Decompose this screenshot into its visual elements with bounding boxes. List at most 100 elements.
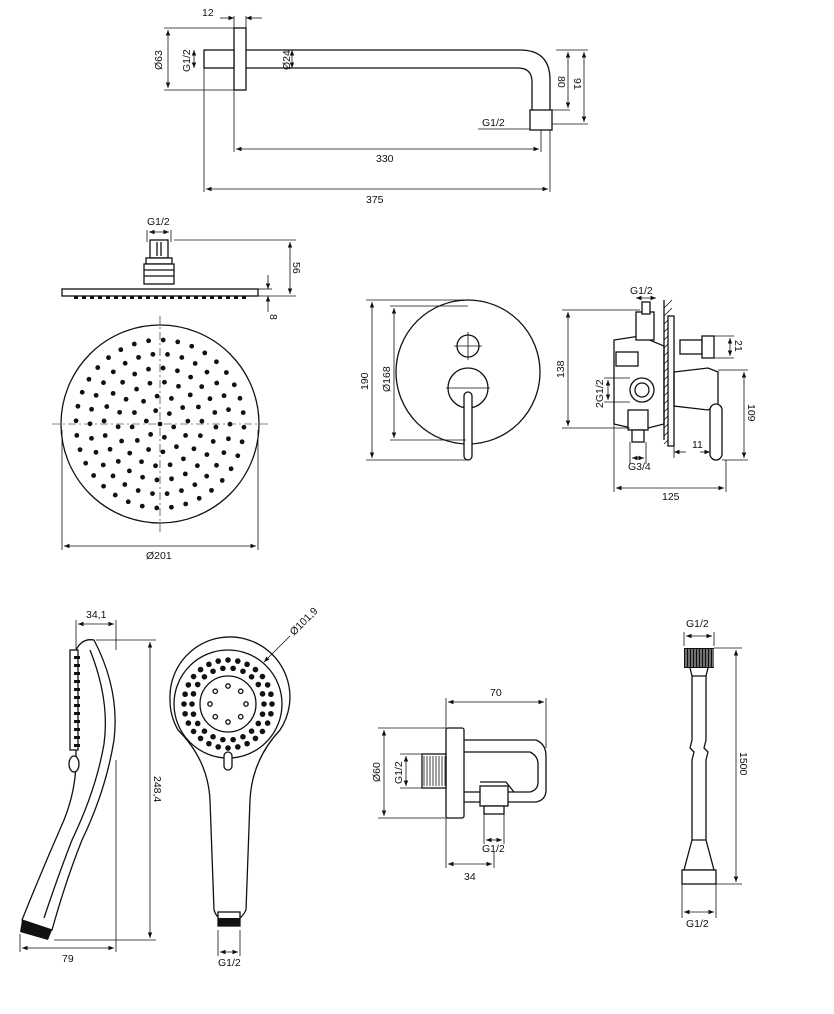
hand-shower-inner-nozzle <box>237 713 244 720</box>
dim-arm-g12: G1/2 <box>181 49 193 72</box>
rain-head-side-nozzle <box>146 296 150 299</box>
rain-head-nozzle <box>118 347 124 353</box>
rain-head-nozzle <box>175 339 181 345</box>
rain-head-nozzle <box>183 433 188 438</box>
rain-head-side-nozzle <box>74 296 78 299</box>
hand-shower-nozzle <box>264 682 271 688</box>
rain-head-nozzle <box>169 396 174 401</box>
dim-hose-bottom-g12: G1/2 <box>686 918 709 930</box>
dim-hs-d101: Ø101,9 <box>288 605 321 638</box>
hose-bottom-cone <box>683 839 715 871</box>
rain-head-side-nozzle <box>186 296 190 299</box>
hand-shower-nozzle <box>190 691 197 697</box>
rain-head-nozzle <box>106 355 111 361</box>
arm-outlet <box>529 109 553 131</box>
wall-hatch-line <box>663 299 673 309</box>
hand-shower-nozzle <box>201 728 208 735</box>
hand-shower-nozzle <box>230 665 236 672</box>
rain-head-side-nozzle <box>226 296 230 299</box>
rain-head-nozzle <box>139 503 145 509</box>
hand-shower-inner-nozzle <box>237 688 244 695</box>
hand-shower-nozzle <box>210 733 216 740</box>
dim-hs-34-1: 34,1 <box>86 609 107 621</box>
rain-head-nozzle <box>183 501 189 507</box>
hand-shower-nozzle <box>185 682 192 688</box>
rain-head-nozzle <box>226 436 231 442</box>
rain-head-nozzle <box>147 380 153 386</box>
rain-head-nozzle <box>126 468 132 474</box>
mixer-top-outlet <box>635 311 655 341</box>
rain-head-nozzle <box>93 449 99 455</box>
rain-head-nozzle <box>136 354 141 360</box>
hand-shower-nozzle <box>261 701 267 707</box>
rain-head-nozzle <box>204 369 210 375</box>
rain-head-side-nozzle <box>90 296 94 299</box>
rain-head-nozzle <box>120 379 126 385</box>
rain-head-nozzle <box>117 409 123 415</box>
rain-head-side-nozzle <box>202 296 206 299</box>
rain-head-nozzle <box>73 418 79 424</box>
rain-head-nozzle <box>115 424 121 430</box>
hand-shower-nozzle <box>255 681 262 688</box>
dim-mixer-d168: Ø168 <box>381 366 393 392</box>
rain-head-nozzle <box>176 383 181 389</box>
rain-head-nozzle <box>101 380 106 386</box>
hand-shower-side-nozzle <box>74 704 80 707</box>
hand-shower-nozzle <box>190 673 197 680</box>
mixer-side-lever[interactable] <box>709 403 723 461</box>
dim-arm-91: 91 <box>571 78 583 90</box>
rain-head-nozzle <box>210 439 216 444</box>
rain-head-nozzle <box>112 492 118 498</box>
hand-shower-nozzle <box>240 733 246 740</box>
rain-head-nozzle <box>165 352 170 357</box>
rain-head-nozzle <box>185 418 191 424</box>
rain-head-nozzle <box>162 379 167 385</box>
dim-hs-248-4: 248,4 <box>151 776 163 802</box>
rain-head-nozzle <box>110 473 116 479</box>
hand-shower-inner-nozzle <box>225 683 231 689</box>
dim-side-g34: G3/4 <box>628 461 651 473</box>
hand-shower-side-nozzle <box>74 696 80 699</box>
hand-shower-inner-nozzle <box>212 713 219 720</box>
hand-shower-nozzle <box>220 665 226 672</box>
rain-head-nozzle <box>223 370 229 375</box>
rain-head-nozzle <box>132 371 138 377</box>
rain-head-nozzle <box>115 458 121 464</box>
rain-head-nozzle <box>107 446 113 452</box>
mixer-lever[interactable] <box>463 391 473 461</box>
dim-side-109: 109 <box>745 404 757 422</box>
rain-head-nozzle <box>161 434 167 440</box>
rain-head-nozzle <box>110 390 116 396</box>
hand-shower-nozzle <box>240 668 246 675</box>
rain-head-nozzle <box>153 408 159 414</box>
rain-head-nozzle <box>180 405 186 410</box>
rain-head-nozzle <box>209 487 214 493</box>
rain-head-nozzle <box>182 471 188 477</box>
dim-head-g12: G1/2 <box>147 216 170 228</box>
hand-shower-nozzle <box>248 728 255 735</box>
rain-head-side-nozzle <box>138 296 142 299</box>
rain-head-side-nozzle <box>242 296 246 299</box>
rain-head-nozzle <box>89 406 94 412</box>
head-connector <box>149 239 169 259</box>
hand-shower-nozzle <box>182 710 188 717</box>
head-plate <box>61 288 259 297</box>
hand-shower-nozzle <box>194 720 201 727</box>
hand-shower-nozzle <box>252 735 259 742</box>
rain-head-nozzle <box>154 477 160 483</box>
dim-arm-d63: Ø63 <box>153 50 165 70</box>
hand-shower-front-view: Ø101,9 G1/2 <box>169 605 321 969</box>
dim-elbow-g12-left: G1/2 <box>393 761 405 784</box>
rain-head-nozzle <box>134 386 139 392</box>
rain-head-nozzle <box>100 462 106 468</box>
rain-head-top-view: Ø201 <box>52 316 268 562</box>
rain-head-nozzle <box>146 447 151 452</box>
arm-tube-inner <box>246 67 533 110</box>
dim-elbow-d60: Ø60 <box>371 762 383 782</box>
rain-head-nozzle <box>125 499 131 505</box>
hand-shower-inner-nozzle <box>243 701 249 707</box>
hand-shower-nozzle <box>248 673 255 680</box>
rain-head-nozzle <box>119 438 125 444</box>
rain-head-nozzle <box>140 474 145 480</box>
rain-head-nozzle <box>189 343 195 349</box>
